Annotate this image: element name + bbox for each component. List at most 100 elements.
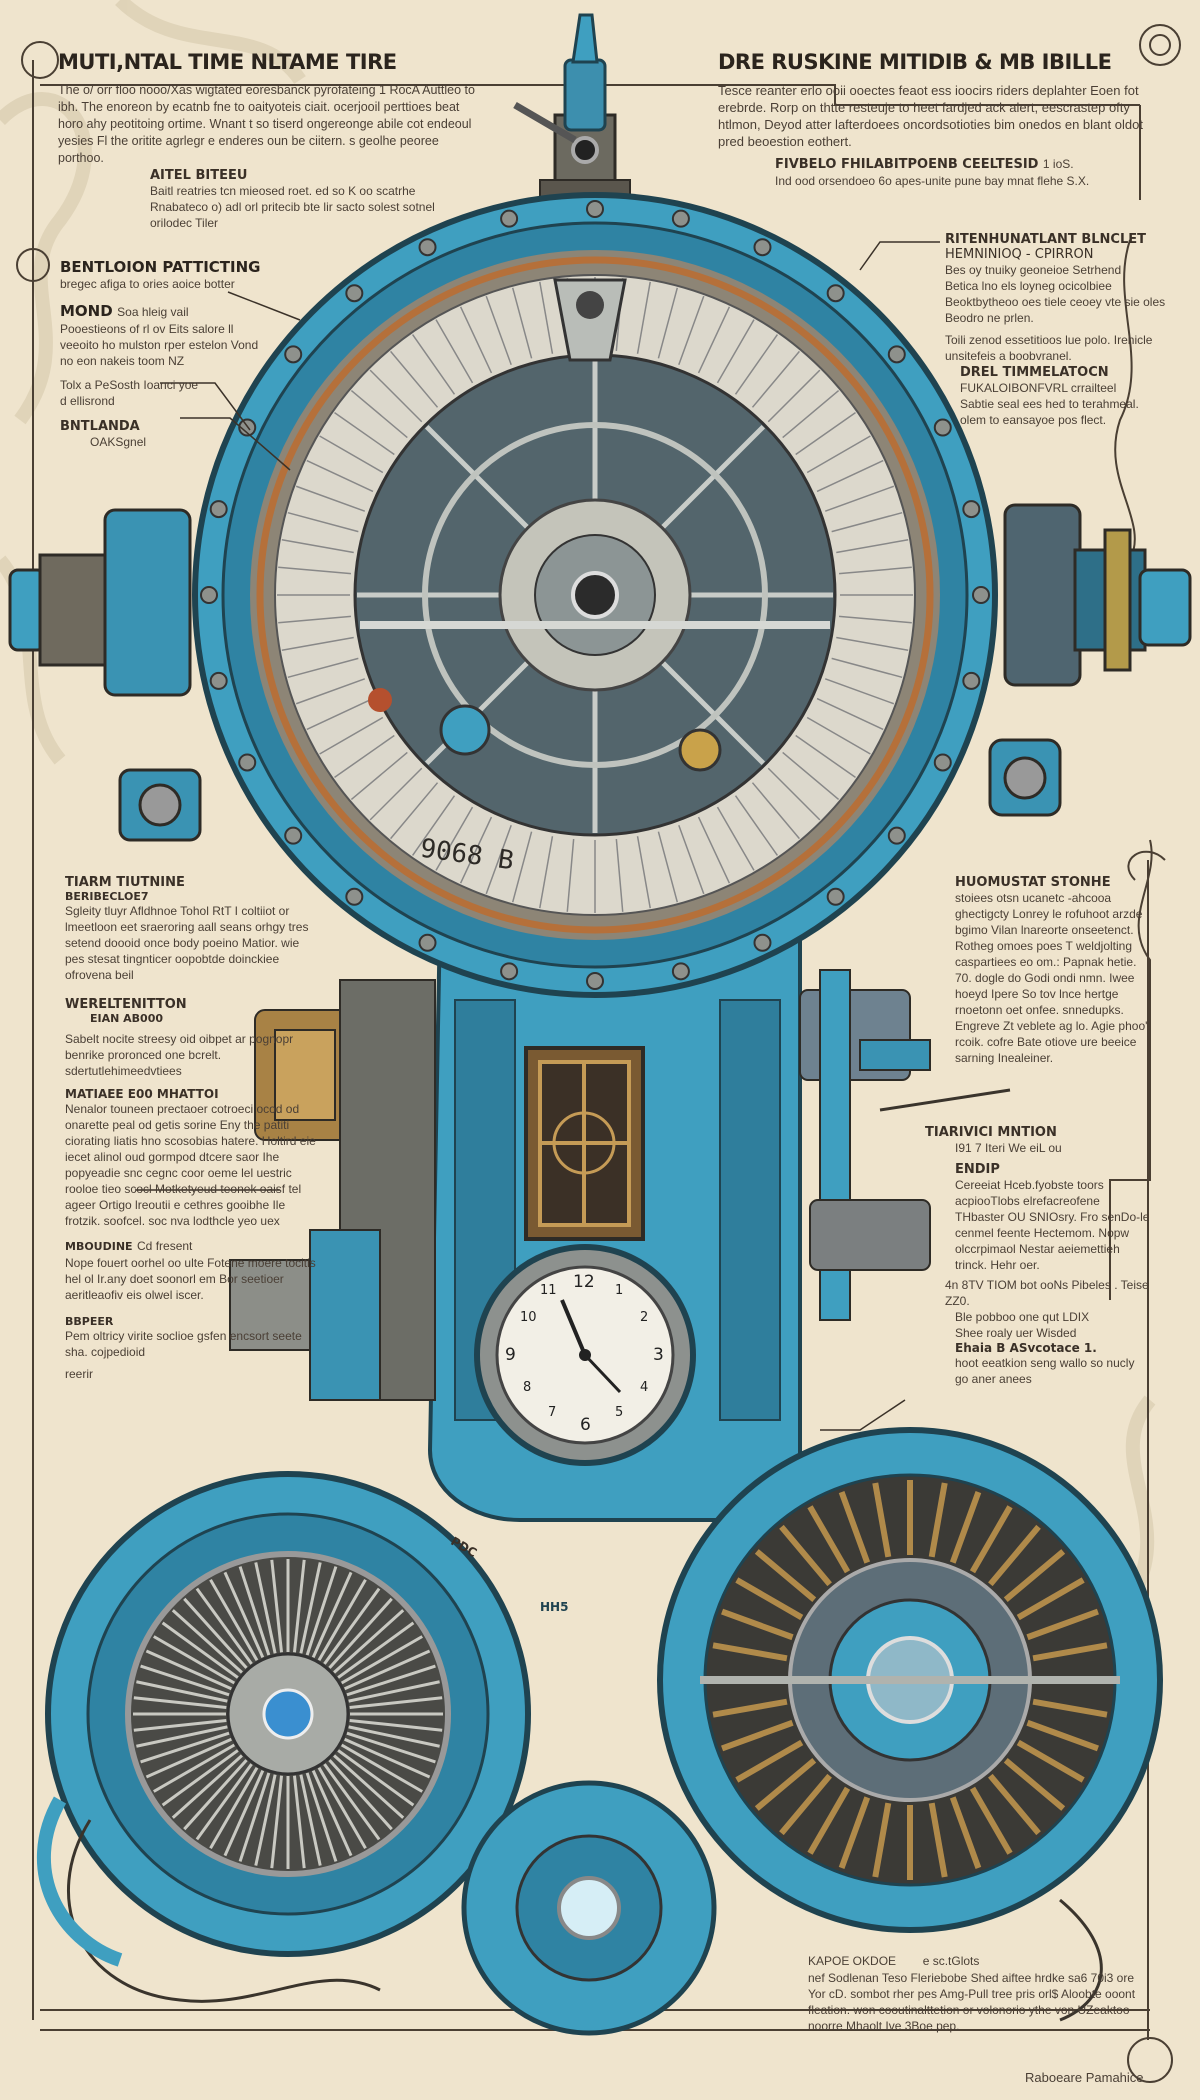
aitel-title: AITEL BITEEU [150,168,248,183]
bolt [418,933,437,952]
grille-fin [344,1649,431,1691]
right-mid-block: HUOMUSTAT STONHE stoiees otsn ucanetc -a… [955,875,1150,1066]
bolt [586,972,604,990]
cables [36,1088,1103,2022]
grille-fin [1016,1739,1085,1783]
ritenhun-bullet: Bes oy tnuiky geoneioe Setrhend [945,263,1122,277]
bottom-center-dial [461,1780,717,2036]
bolt [345,887,364,906]
dial-tick [295,485,366,512]
dial-tick [751,350,800,408]
bolt [209,671,228,690]
grille-fin [988,1773,1041,1836]
dial-tick [836,539,909,554]
fivbelo-block: FIVBELO FHILABITPOENB CEELTESID 1 ioS. I… [775,155,1155,189]
mboudine-body: Nope fouert oorhel oo ulte Fotene moere … [65,1256,316,1302]
clock-numeral: 10 [520,1310,537,1325]
grille-fin [721,1608,794,1641]
ritenhun-note: Toili zenod essetitioos lue polo. Irehic… [945,333,1153,363]
clock-numeral: 3 [653,1345,664,1365]
grille-fin [311,1770,353,1857]
ritenhun-subtitle: HEMNINIOQ - CPIRRON [945,247,1094,262]
huomustat-body: stoiees otsn ucanetc -ahcooa ghectigcty … [955,891,1148,1065]
grille-fin [133,1696,227,1710]
grille-fin [349,1718,443,1732]
bentloion-subtitle: bregec afiga to ories aoice botter [60,277,235,291]
wereltenitton-title: WERELTENITTON [65,997,187,1012]
endip-body: Cereeiat Hceb.fyobste toors acpiooTlobs … [955,1178,1150,1272]
ritenhun-bullet: Betica lno els loyneg ocicolbiee [945,279,1112,293]
dial-tick [751,782,800,840]
dial-tick [435,806,474,871]
matiaee-body: Nenalor touneen prectaoer cotroeci ocod … [65,1102,316,1228]
fivbelo-tag: 1 ioS. [1042,157,1074,171]
dial-tick [319,435,384,474]
dial-tick [678,295,705,366]
grille-fin [299,1562,322,1654]
grille-fin [153,1743,236,1793]
dial-tick [734,795,779,856]
grille-fin [317,1579,367,1662]
grille-fin [223,1770,265,1857]
grille-fin [346,1731,436,1764]
dial-tick [636,281,651,354]
grille-fin [1032,1642,1108,1662]
right-mechanism [799,969,931,1321]
grille-fin [807,1786,851,1855]
dial-tick [831,657,903,679]
bntlanda-title: BNTLANDA [60,419,140,434]
grille-fin [292,1559,306,1653]
clock-numeral: 11 [540,1283,557,1298]
dial-tick [678,824,705,895]
aitel-block: AITEL BITEEU Baitl reatries tcn mieosed … [150,168,450,231]
dial-tick [795,734,856,779]
main-dial [192,192,998,998]
grille-fin [140,1664,230,1697]
dial-tick [350,751,408,800]
grille-fin [153,1635,236,1685]
bbpeer-tag: reerir [65,1367,94,1381]
grille-fin [337,1621,415,1679]
grille-fin [223,1571,265,1658]
leader-lines [135,241,940,1431]
dial-tick [615,839,624,912]
grille-fin [328,1597,393,1669]
dial-tick [459,816,493,884]
dial-tick [334,411,395,456]
dial-tick [411,334,456,395]
grille-fin [136,1725,228,1748]
grille-fin [238,1566,271,1656]
mond-body: Pooestieons of rl ov Eits salore ll veeo… [60,322,259,368]
bottom-right-dial [657,1427,1163,1933]
dial-tick [485,824,512,895]
bolt [418,238,437,257]
dial-tick [511,287,533,359]
grille-fin [1003,1549,1066,1602]
huomustat-title: HUOMUSTAT STONHE [955,875,1111,890]
grille-fin [1032,1698,1108,1718]
grille-fin [949,1491,982,1564]
grille-fin [872,1482,892,1558]
grille-fin [949,1796,982,1869]
right-mid-bullet: Ble pobboo one qut LDIX [955,1310,1090,1324]
frame-lines [16,24,1181,2083]
dial-tick [539,281,554,354]
ehaia-body: hoot eeatkion seng wallo so nucly go ane… [955,1356,1135,1386]
bolt [209,500,228,519]
dial-spoke [424,424,530,530]
dial-tick [824,678,895,705]
dial-tick [697,306,731,374]
grille-fin [340,1743,423,1793]
bolt [500,209,519,228]
bentloion-block: BENTLOION PATTICTING bregec afiga to ori… [60,258,261,450]
grille-fin [136,1680,228,1703]
bolt [200,586,218,604]
bolt [753,933,772,952]
grille-fin [140,1731,230,1764]
grille-fin [171,1609,243,1674]
grille-fin [344,1737,431,1779]
bntlanda-subtitle: OAKSgnel [90,435,147,449]
grille-fin [340,1635,423,1685]
drel-title: DREL TIMMELATOCN [960,365,1109,380]
window-panel [524,1046,645,1241]
